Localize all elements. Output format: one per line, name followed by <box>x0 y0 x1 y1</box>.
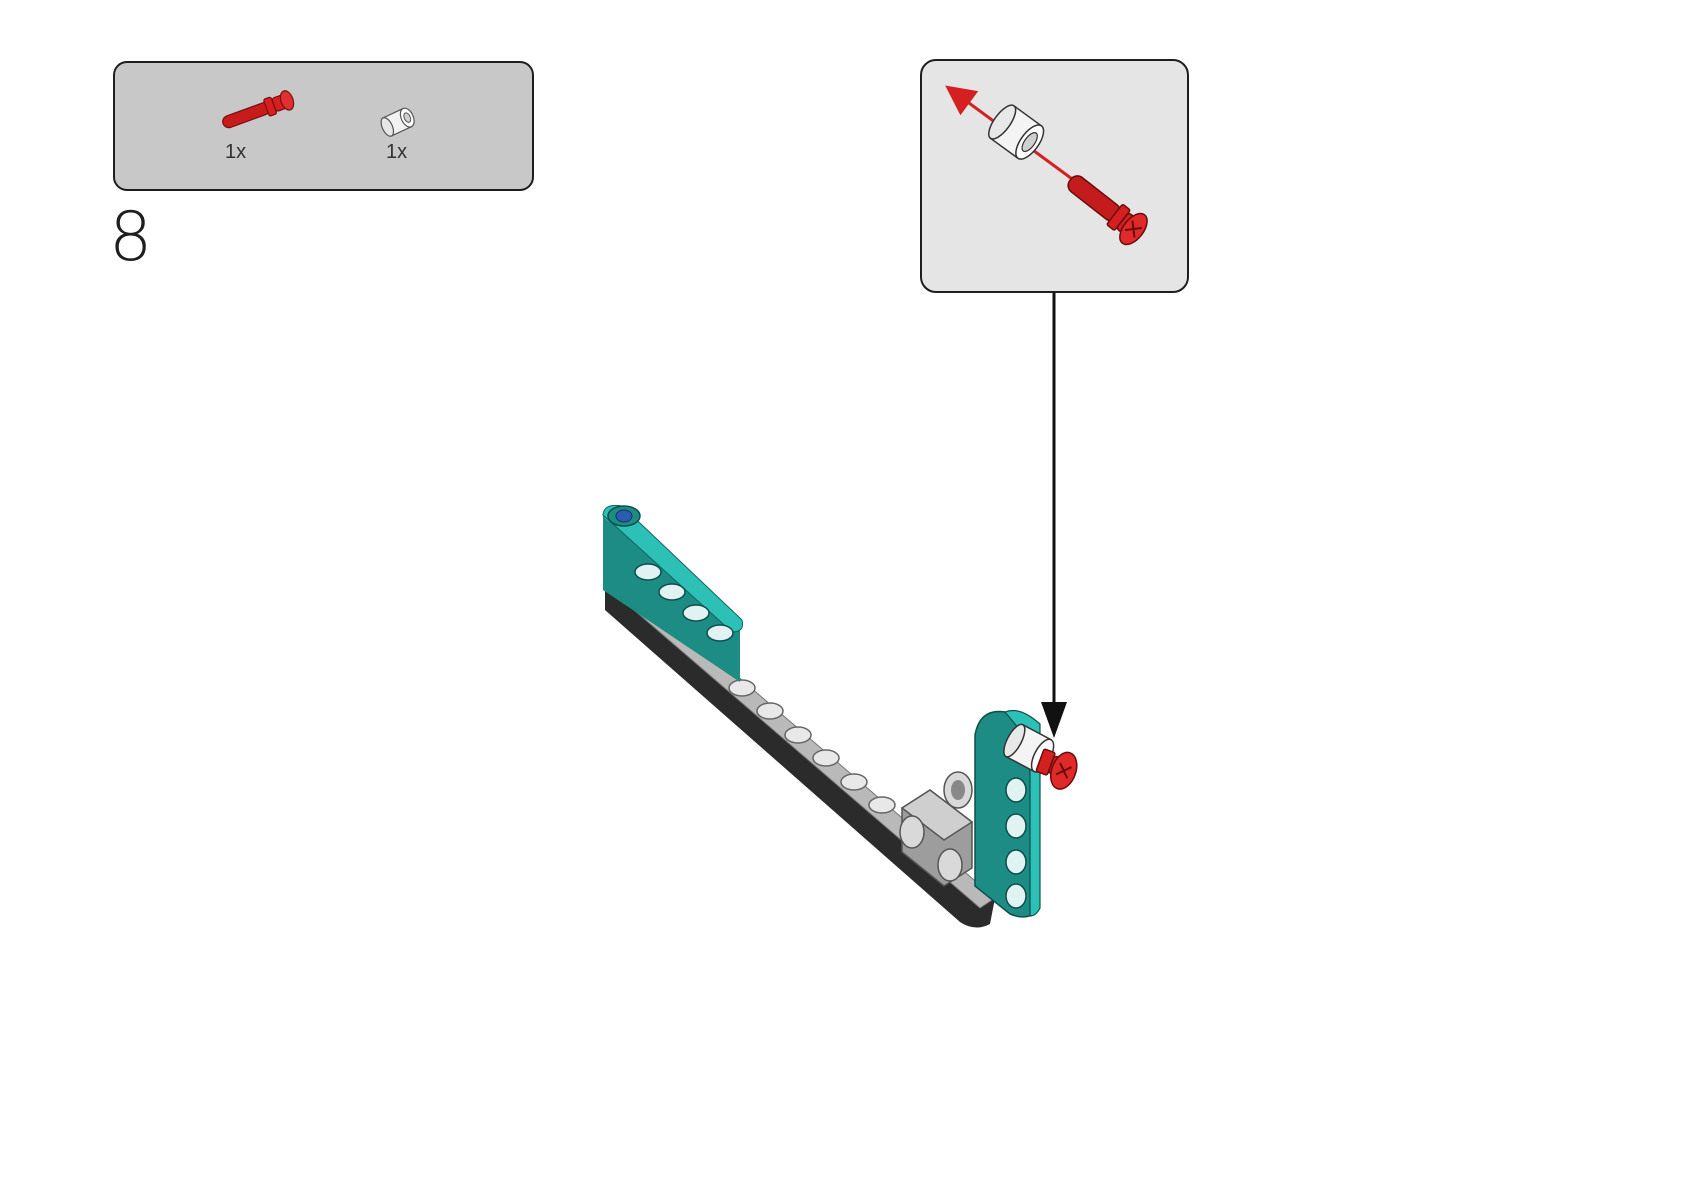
bush-quantity: 1x <box>386 141 408 163</box>
callout-pointer-arrowhead <box>1041 702 1067 738</box>
pin-icon <box>1067 175 1148 246</box>
installed-red-pin <box>1035 748 1078 790</box>
callout-graphics <box>945 85 1148 246</box>
red-pin-icon <box>222 90 295 129</box>
teal-beam-left <box>602 504 743 682</box>
grey-connector <box>899 771 974 887</box>
step-number: 8 <box>109 198 153 277</box>
long-dark-beam <box>604 574 996 928</box>
callout-box <box>920 59 1189 293</box>
parts-list-box: 1x 1x <box>113 61 534 191</box>
installed-bush <box>1003 723 1055 773</box>
teal-beam-upright <box>974 709 1041 918</box>
pin-quantity: 1x <box>225 141 247 163</box>
bush-icon <box>988 104 1045 160</box>
white-bush-icon <box>380 107 415 137</box>
parts-list-graphics <box>222 90 415 137</box>
